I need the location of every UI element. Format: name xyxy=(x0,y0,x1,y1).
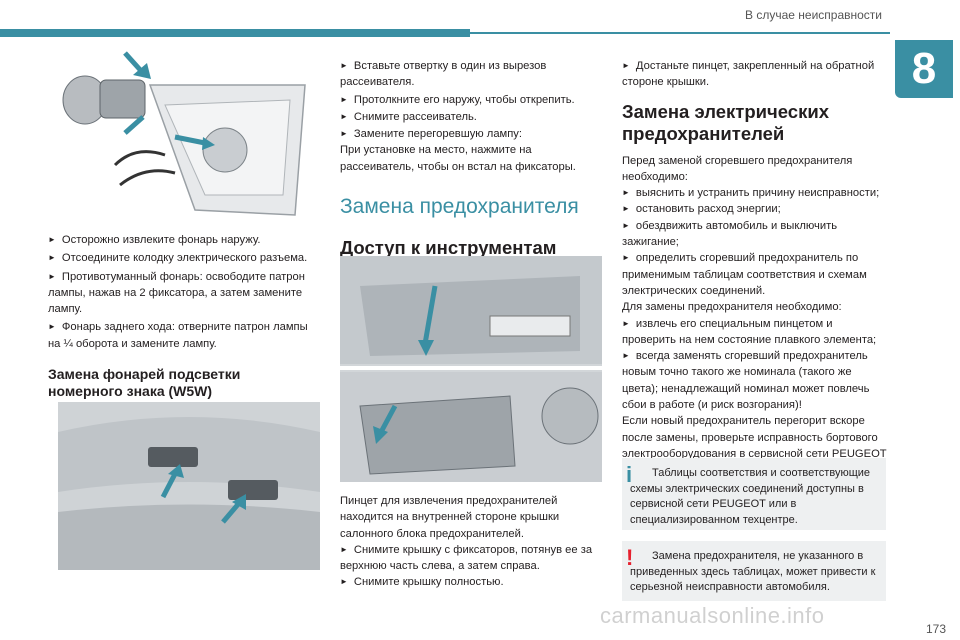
page-number: 173 xyxy=(925,622,946,636)
section-title: В случае неисправности xyxy=(745,8,882,22)
header-rule xyxy=(470,32,890,34)
prereq-1: выяснить и устранить причину неисправнос… xyxy=(622,185,888,201)
fuse-replace-heading: Замена электрических предохранителей xyxy=(622,100,829,144)
warning-note-text: Замена предохранителя, не указанного в п… xyxy=(630,550,876,593)
fuse-section-heading: Замена предохранителя xyxy=(340,195,579,219)
header-bar xyxy=(0,29,470,37)
plate-lamp-illustration xyxy=(58,402,320,570)
watermark: carmanualsonline.info xyxy=(600,603,825,628)
tail-lamp-illustration xyxy=(55,45,317,220)
prereq-3: обездвижить автомобиль и выключить зажиг… xyxy=(622,218,888,251)
prereq-2: остановить расход энергии; xyxy=(622,201,888,217)
lamp-step-3: Противотуманный фонарь: освободите патро… xyxy=(48,269,320,318)
replace-step-2: всегда заменять сгоревший предохранитель… xyxy=(622,348,888,413)
tweezers-location: Пинцет для извлечения предохранителей на… xyxy=(340,495,560,540)
warning-icon: ! xyxy=(626,545,634,570)
tools-access-heading: Доступ к инструментам xyxy=(340,237,557,259)
replace-step-1: извлечь его специальным пинцетом и прове… xyxy=(622,316,888,349)
tweezers-step: Достаньте пинцет, закрепленный на обратн… xyxy=(622,58,888,91)
lens-note: При установке на место, нажмите на рассе… xyxy=(340,144,576,173)
chapter-badge: 8 xyxy=(895,40,953,98)
lamp-step-4: Фонарь заднего хода: отверните патрон ла… xyxy=(48,319,320,352)
info-note-text: Таблицы соответствия и соответствующие с… xyxy=(630,467,871,526)
info-icon: i xyxy=(626,462,633,487)
lens-step-1: Вставьте отвертку в один из вырезов расс… xyxy=(340,58,602,91)
prereq-4: определить сгоревший предохранитель по п… xyxy=(622,250,888,299)
plate-lamp-heading: Замена фонарей подсветки номерного знака… xyxy=(48,366,241,400)
cover-step-2: Снимите крышку полностью. xyxy=(340,574,602,590)
lamp-step-1: Осторожно извлеките фонарь наружу. xyxy=(48,232,320,248)
info-note: i Таблицы соответствия и соответствующие… xyxy=(622,458,886,530)
lens-step-4: Замените перегоревшую лампу: xyxy=(340,126,602,142)
fuse-prereq-intro: Перед заменой сгоревшего предохранителя … xyxy=(622,154,853,183)
fuse-box-illustration xyxy=(340,256,602,482)
lamp-step-2: Отсоедините колодку электрического разъе… xyxy=(48,250,320,266)
warning-note: ! Замена предохранителя, не указанного в… xyxy=(622,541,886,601)
cover-step-1: Снимите крышку с фиксаторов, потянув ее … xyxy=(340,542,602,575)
lens-step-3: Снимите рассеиватель. xyxy=(340,109,602,125)
lens-step-2: Протолкните его наружу, чтобы открепить. xyxy=(340,92,602,108)
fuse-replace-intro: Для замены предохранителя необходимо: xyxy=(622,301,842,314)
